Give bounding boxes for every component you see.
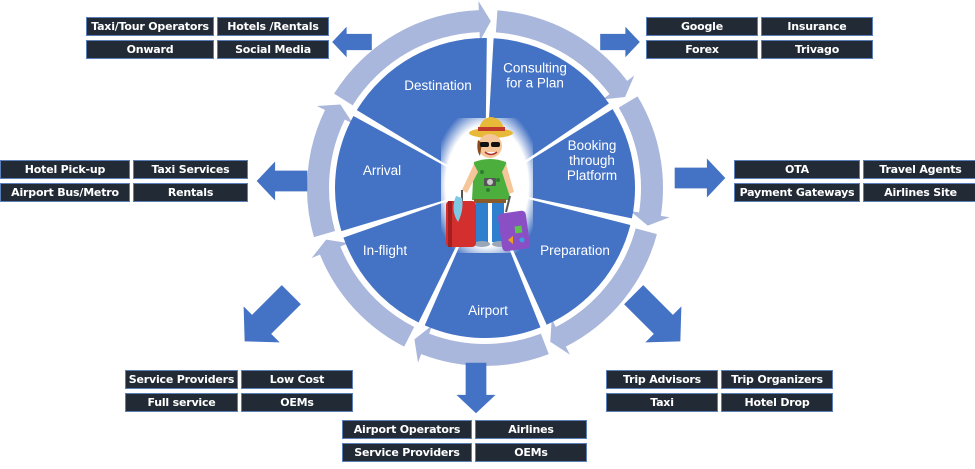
ecosystem-box-arrival: Airport Bus/Metro [0,183,130,202]
ecosystem-box-airport: Airlines [475,420,587,439]
stage-label-destination: Destination [404,78,472,93]
cycle-arrow-arrival [306,104,353,238]
ecosystem-box-consulting: Insurance [761,17,873,36]
ecosystem-box-preparation: Hotel Drop [721,393,833,412]
stage-label-inflight: In-flight [363,243,408,258]
arrow-to-airport-group [456,362,496,414]
ecosystem-box-arrival: Hotel Pick-up [0,160,130,179]
cycle-ring [306,1,670,366]
arrow-icon [674,158,726,198]
stage-label-arrival: Arrival [363,163,401,178]
arrow-to-inflight-group [243,285,301,343]
arrow-icon [624,285,682,343]
cycle-arrow-airport [414,325,549,366]
ecosystem-box-booking: OTA [734,160,860,179]
ecosystem-box-arrival: Rentals [133,183,248,202]
arrow-to-consulting-group [600,26,640,58]
arrow-to-arrival-group [256,161,308,201]
cycle-arrow-destination [334,1,491,106]
ecosystem-box-airport: Airport Operators [342,420,472,439]
ecosystem-box-preparation: Taxi [606,393,718,412]
ecosystem-box-destination: Taxi/Tour Operators [86,17,214,36]
stage-label-consulting: Consulting [503,61,567,76]
cycle-arrow-inflight [311,239,415,347]
ecosystem-box-preparation: Trip Advisors [606,370,718,389]
ecosystem-box-airport: OEMs [475,443,587,462]
ecosystem-box-consulting: Forex [646,40,758,59]
ecosystem-box-destination: Hotels /Rentals [217,17,329,36]
arrow-to-preparation-group [624,285,682,343]
stage-label-booking: through [569,153,615,168]
stage-label-airport: Airport [468,303,508,318]
arrow-icon [332,26,372,58]
ecosystem-box-destination: Social Media [217,40,329,59]
ecosystem-box-airport: Service Providers [342,443,472,462]
stage-segments [335,38,635,339]
ecosystem-box-inflight: Full service [125,393,238,412]
stage-label-booking: Booking [568,138,617,153]
cycle-arrow-preparation [550,228,657,355]
ecosystem-box-booking: Payment Gateways [734,183,860,202]
cycle-arrow-consulting [495,10,635,100]
stage-segment-airport[interactable] [424,188,541,339]
ecosystem-box-booking: Travel Agents [863,160,975,179]
ecosystem-box-inflight: OEMs [241,393,353,412]
stage-label-booking: Platform [567,168,617,183]
ecosystem-box-consulting: Google [646,17,758,36]
stage-label-preparation: Preparation [540,243,610,258]
arrow-icon [243,285,301,343]
arrow-icon [600,26,640,58]
ecosystem-box-inflight: Low Cost [241,370,353,389]
ecosystem-box-preparation: Trip Organizers [721,370,833,389]
ecosystem-box-arrival: Taxi Services [133,160,248,179]
arrow-to-booking-group [674,158,726,198]
ecosystem-box-inflight: Service Providers [125,370,238,389]
traveler-illustration [441,117,533,253]
ecosystem-box-destination: Onward [86,40,214,59]
cycle-arrow-booking [618,96,670,226]
ecosystem-box-booking: Airlines Site [863,183,975,202]
arrow-icon [256,161,308,201]
stage-label-consulting: for a Plan [506,76,564,91]
stage-segment-arrival[interactable] [335,115,485,232]
connector-arrows [243,26,726,414]
arrow-to-destination-group [332,26,372,58]
arrow-icon [456,362,496,414]
ecosystem-box-consulting: Trivago [761,40,873,59]
traveler-icon [446,117,530,252]
